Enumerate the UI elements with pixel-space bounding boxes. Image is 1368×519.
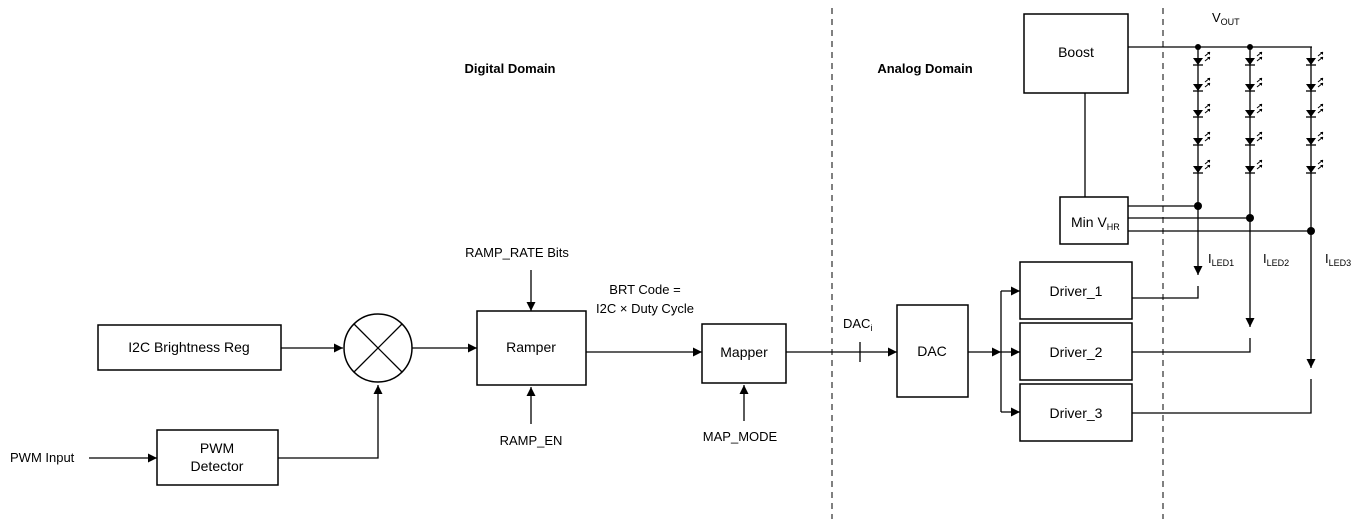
dac-input-label: DACi [843, 316, 872, 333]
pwm-detector-to-multiplier-wire [278, 385, 383, 459]
driver-2-output-wire [1132, 338, 1251, 353]
led-diode-icon [1306, 51, 1324, 66]
dac-block [896, 304, 969, 398]
pwm-detector-block [156, 429, 279, 486]
brt-code-label-line2: I2C × Duty Cycle [596, 301, 694, 316]
i-led3-main: I [1325, 251, 1329, 266]
i-led3-label: ILED3 [1325, 251, 1351, 268]
map-mode-label: MAP_MODE [703, 429, 778, 444]
i-led2-sub: LED2 [1267, 258, 1290, 268]
boost-label: Boost [1058, 44, 1094, 60]
mapper-block [701, 323, 787, 384]
multiplier-cross-b [353, 323, 403, 373]
min-vhr-main: Min V [1071, 214, 1107, 230]
vout-main: V [1212, 10, 1221, 25]
min-vhr-label: Min VHR [1071, 214, 1120, 232]
dac-input-sub: i [870, 323, 872, 333]
i-led1-label: ILED1 [1208, 251, 1234, 268]
headroom-node-3 [1307, 227, 1315, 235]
digital-domain-title: Digital Domain [464, 61, 555, 76]
led-array [1193, 51, 1324, 174]
driver-1-block [1019, 261, 1133, 320]
led-diode-icon [1306, 159, 1324, 174]
i2c-brightness-reg-label: I2C Brightness Reg [128, 339, 249, 355]
i-led3-sub: LED3 [1329, 258, 1352, 268]
vout-label: VOUT [1212, 10, 1240, 27]
headroom-node-1 [1194, 202, 1202, 210]
driver-1-label: Driver_1 [1050, 283, 1103, 299]
led-diode-icon [1193, 77, 1211, 92]
ramper-block [476, 310, 587, 386]
boost-block [1023, 13, 1129, 94]
headroom-node-2 [1246, 214, 1254, 222]
led-diode-icon [1245, 131, 1263, 146]
pwm-input-label: PWM Input [10, 450, 75, 465]
dac-label: DAC [917, 343, 947, 359]
pwm-detector-label-line1: PWM [200, 440, 234, 456]
i2c-brightness-reg-block [97, 324, 282, 371]
driver-2-label: Driver_2 [1050, 344, 1103, 360]
led-diode-icon [1193, 51, 1211, 66]
vout-sub: OUT [1221, 17, 1241, 27]
led-diode-icon [1193, 131, 1211, 146]
led-diode-icon [1306, 103, 1324, 118]
led-diode-icon [1193, 159, 1211, 174]
led-diode-icon [1245, 103, 1263, 118]
led-diode-icon [1193, 103, 1211, 118]
led-diode-icon [1306, 77, 1324, 92]
led-diode-icon [1245, 159, 1263, 174]
min-vhr-sub: HR [1107, 222, 1120, 232]
i-led1-main: I [1208, 251, 1212, 266]
led-diode-icon [1245, 51, 1263, 66]
driver-1-output-wire [1132, 286, 1199, 299]
driver-3-block [1019, 383, 1133, 442]
led-diode-icon [1306, 131, 1324, 146]
driver-3-output-wire [1132, 379, 1312, 414]
ramp-rate-bits-label: RAMP_RATE Bits [465, 245, 569, 260]
driver-3-label: Driver_3 [1050, 405, 1103, 421]
i-led1-sub: LED1 [1212, 258, 1235, 268]
driver-2-block [1019, 322, 1133, 381]
pwm-detector-label-line2: Detector [191, 458, 244, 474]
i-led2-label: ILED2 [1263, 251, 1289, 268]
led-diode-icon [1245, 77, 1263, 92]
ramper-label: Ramper [506, 339, 556, 355]
ramp-en-label: RAMP_EN [500, 433, 563, 448]
analog-domain-title: Analog Domain [877, 61, 972, 76]
dac-input-main: DAC [843, 316, 870, 331]
min-vhr-block [1059, 196, 1129, 245]
i-led2-main: I [1263, 251, 1267, 266]
brt-code-label-line1: BRT Code = [609, 282, 680, 297]
mapper-label: Mapper [720, 344, 768, 360]
